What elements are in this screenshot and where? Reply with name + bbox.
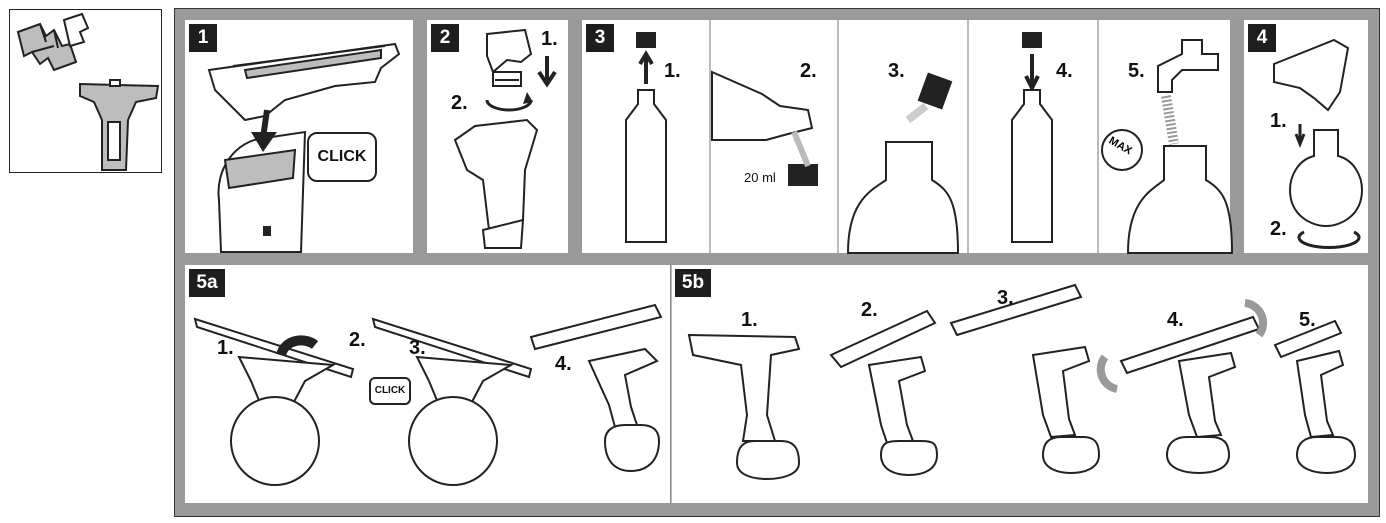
step-label-4: 4. bbox=[1167, 309, 1184, 331]
puzzle-icon bbox=[16, 12, 90, 72]
blade-attach-illustration bbox=[207, 42, 401, 253]
step-label-4: 4. bbox=[555, 353, 572, 375]
step-label-5: 5. bbox=[1299, 309, 1316, 331]
step-label-1: 1. bbox=[741, 309, 758, 331]
step-badge: 1 bbox=[189, 24, 217, 52]
step-label-2: 2. bbox=[451, 92, 468, 114]
panel-step-5a: 5a 1. 2. 3. 4. CLICK bbox=[185, 265, 670, 503]
step-badge: 3 bbox=[586, 24, 614, 52]
blade-fitting-illustration bbox=[193, 303, 663, 486]
step-label-1: 1. bbox=[217, 337, 234, 359]
step-label-1: 1. bbox=[1270, 110, 1287, 132]
step-badge: 5b bbox=[675, 269, 711, 297]
panel-step-5b: 5b 1. 2. 3. 4. 5. bbox=[670, 265, 1368, 503]
step-label-2: 2. bbox=[800, 60, 817, 82]
panel-step-2: 2 1. 2. bbox=[427, 20, 568, 253]
click-callout: CLICK bbox=[307, 132, 377, 182]
volume-label: 20 ml bbox=[744, 170, 776, 185]
step-label-1: 1. bbox=[664, 60, 681, 82]
assembly-icon-box bbox=[9, 9, 162, 173]
squeegee-icon bbox=[79, 79, 160, 171]
panel-step-4: 4 1. 2. bbox=[1244, 20, 1368, 253]
panel-step-1: 1 CLICK bbox=[185, 20, 413, 253]
step-label-3: 3. bbox=[888, 60, 905, 82]
panel-step-3: 3 1. 2. 3. 4. 5. 20 ml MAX bbox=[582, 20, 1234, 254]
step-label-3: 3. bbox=[997, 287, 1014, 309]
spray-head-removal-illustration bbox=[453, 28, 557, 249]
step-badge: 2 bbox=[431, 24, 459, 52]
spray-head-refit-illustration bbox=[1273, 38, 1364, 250]
step-badge: 5a bbox=[189, 269, 225, 297]
detergent-filling-illustration bbox=[625, 20, 1234, 254]
step-label-1: 1. bbox=[541, 28, 558, 50]
step-label-5: 5. bbox=[1128, 60, 1145, 82]
click-callout: CLICK bbox=[369, 377, 411, 405]
blade-exchange-illustration bbox=[670, 265, 1357, 503]
step-label-2: 2. bbox=[1270, 218, 1287, 240]
step-label-4: 4. bbox=[1056, 60, 1073, 82]
step-label-2: 2. bbox=[861, 299, 878, 321]
step-label-2: 2. bbox=[349, 329, 366, 351]
step-badge: 4 bbox=[1248, 24, 1276, 52]
